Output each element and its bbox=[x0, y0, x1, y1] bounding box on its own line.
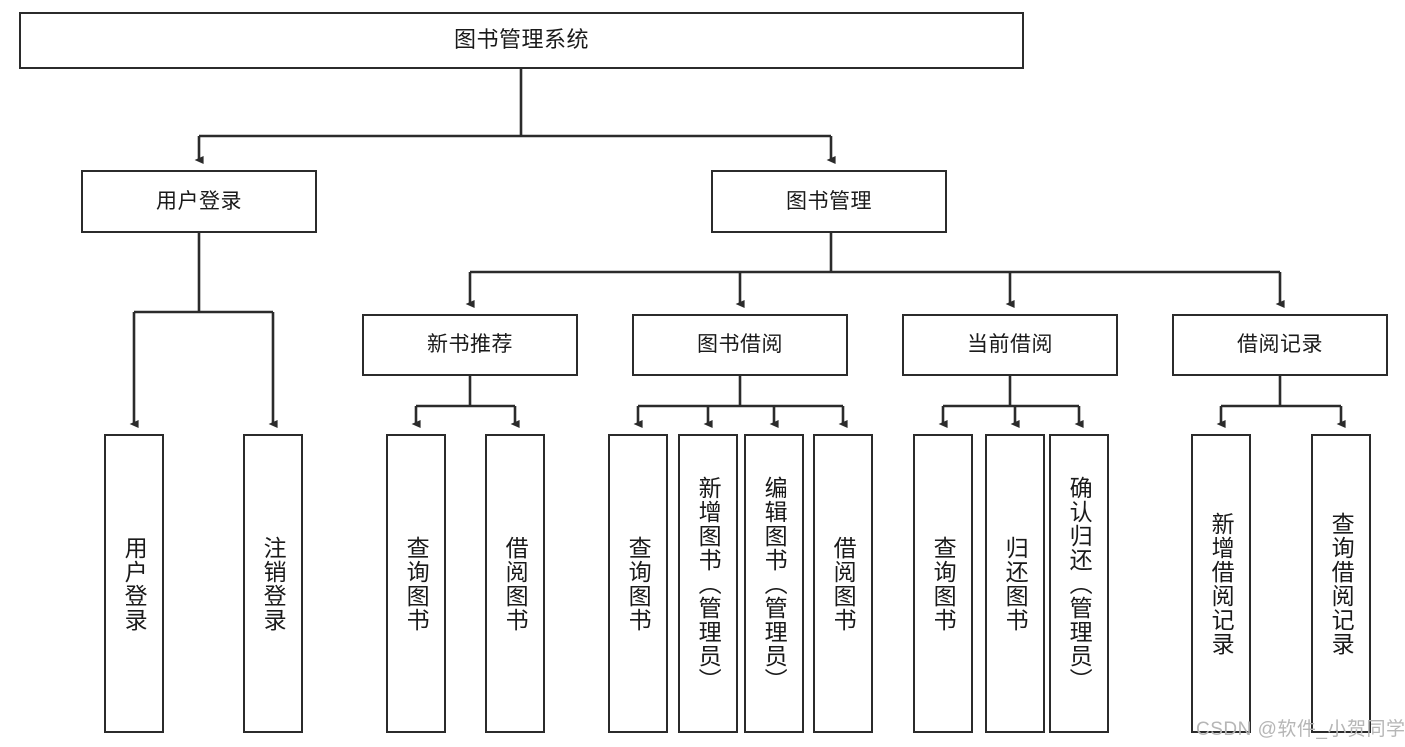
node-current-borrow[interactable]: 当前借阅 bbox=[902, 314, 1118, 376]
node-current-borrow-label: 当前借阅 bbox=[967, 333, 1053, 357]
node-leaf-return-book[interactable]: 归还图书 bbox=[985, 434, 1045, 733]
csdn-watermark: CSDN @软件_小贺同学 bbox=[1196, 719, 1405, 740]
node-leaf-borrow-book-2-label: 借阅图书 bbox=[830, 535, 857, 632]
node-leaf-add-borrow-record[interactable]: 新增借阅记录 bbox=[1191, 434, 1251, 733]
node-leaf-query-book-3-label: 查询图书 bbox=[930, 535, 957, 632]
node-user-login-label: 用户登录 bbox=[156, 189, 242, 213]
node-root-label: 图书管理系统 bbox=[453, 27, 589, 53]
node-leaf-borrow-book-1[interactable]: 借阅图书 bbox=[485, 434, 545, 733]
node-leaf-query-borrow-record[interactable]: 查询借阅记录 bbox=[1311, 434, 1371, 733]
node-leaf-query-book-2-label: 查询图书 bbox=[625, 535, 652, 632]
node-leaf-edit-book-admin-label: 编辑图书（管理员） bbox=[761, 475, 788, 692]
node-book-manage[interactable]: 图书管理 bbox=[711, 170, 947, 233]
node-new-book-recommend-label: 新书推荐 bbox=[427, 333, 513, 357]
node-leaf-edit-book-admin[interactable]: 编辑图书（管理员） bbox=[744, 434, 804, 733]
node-book-borrow-label: 图书借阅 bbox=[697, 333, 783, 357]
node-leaf-query-book-1[interactable]: 查询图书 bbox=[386, 434, 446, 733]
node-borrow-record-label: 借阅记录 bbox=[1237, 333, 1323, 357]
node-leaf-user-login[interactable]: 用户登录 bbox=[104, 434, 164, 733]
node-borrow-record[interactable]: 借阅记录 bbox=[1172, 314, 1388, 376]
node-leaf-query-borrow-record-label: 查询借阅记录 bbox=[1328, 511, 1355, 656]
node-leaf-borrow-book-1-label: 借阅图书 bbox=[502, 535, 529, 632]
node-root[interactable]: 图书管理系统 bbox=[19, 12, 1024, 69]
node-leaf-query-book-3[interactable]: 查询图书 bbox=[913, 434, 973, 733]
node-leaf-borrow-book-2[interactable]: 借阅图书 bbox=[813, 434, 873, 733]
node-leaf-confirm-return-admin-label: 确认归还（管理员） bbox=[1066, 475, 1093, 692]
node-leaf-add-borrow-record-label: 新增借阅记录 bbox=[1208, 511, 1235, 656]
node-leaf-logout-login[interactable]: 注销登录 bbox=[243, 434, 303, 733]
node-leaf-add-book-admin[interactable]: 新增图书（管理员） bbox=[678, 434, 738, 733]
node-leaf-add-book-admin-label: 新增图书（管理员） bbox=[695, 475, 722, 692]
node-leaf-user-login-label: 用户登录 bbox=[121, 535, 148, 632]
node-user-login[interactable]: 用户登录 bbox=[81, 170, 317, 233]
node-leaf-query-book-2[interactable]: 查询图书 bbox=[608, 434, 668, 733]
node-leaf-confirm-return-admin[interactable]: 确认归还（管理员） bbox=[1049, 434, 1109, 733]
node-leaf-query-book-1-label: 查询图书 bbox=[403, 535, 430, 632]
node-new-book-recommend[interactable]: 新书推荐 bbox=[362, 314, 578, 376]
node-book-manage-label: 图书管理 bbox=[786, 189, 872, 213]
node-leaf-return-book-label: 归还图书 bbox=[1002, 535, 1029, 632]
node-book-borrow[interactable]: 图书借阅 bbox=[632, 314, 848, 376]
node-leaf-logout-login-label: 注销登录 bbox=[260, 535, 287, 632]
